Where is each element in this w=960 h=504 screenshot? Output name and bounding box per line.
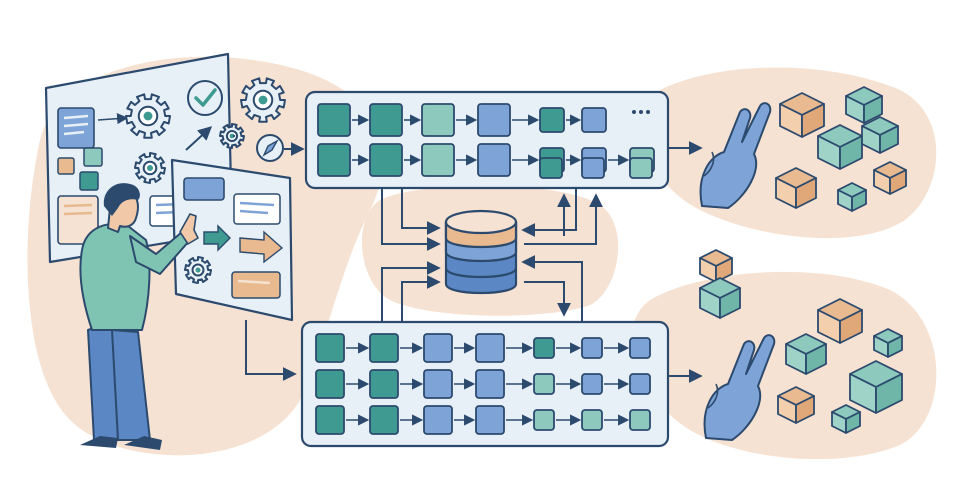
pipeline-node xyxy=(533,337,555,359)
person-hair xyxy=(103,183,140,216)
person-shirt xyxy=(79,222,151,331)
pipeline-node xyxy=(475,333,505,363)
database-icon xyxy=(444,209,518,295)
pipeline-node xyxy=(317,103,351,137)
dashboard-screen-front xyxy=(170,158,297,381)
pipeline-node xyxy=(629,373,651,395)
gear-cluster xyxy=(125,77,305,184)
pipeline-node xyxy=(629,157,653,179)
arrow-icon xyxy=(185,126,213,151)
arrow-icon xyxy=(203,224,231,252)
pipeline-node xyxy=(581,337,603,359)
open-hand-icon xyxy=(699,102,772,209)
screen-card xyxy=(57,107,95,149)
pipeline-node xyxy=(477,103,511,137)
open-hand-icon xyxy=(703,334,776,441)
blob-right-bottom xyxy=(631,271,937,460)
pipeline-node xyxy=(475,405,505,435)
pipeline-node xyxy=(539,157,563,179)
pipeline-node xyxy=(581,157,605,179)
top-pipeline-panel xyxy=(304,90,703,190)
database-connectors xyxy=(381,188,603,322)
pipeline-node xyxy=(533,373,555,395)
pipeline-node xyxy=(629,337,651,359)
package-box-icon xyxy=(849,360,903,414)
gear-icon xyxy=(240,77,286,123)
package-box-icon xyxy=(873,161,907,195)
package-box-icon xyxy=(861,116,899,154)
pipeline-node xyxy=(421,143,455,177)
pipeline-node xyxy=(369,405,399,435)
package-box-icon xyxy=(873,328,903,358)
pipeline-dot xyxy=(632,110,636,114)
pipeline-dot xyxy=(639,110,643,114)
package-box-icon xyxy=(699,277,741,319)
gear-icon xyxy=(184,256,212,284)
pipeline-node xyxy=(539,107,565,133)
pipeline-node xyxy=(369,103,403,137)
pipeline-node xyxy=(315,405,345,435)
top-pipeline-nodes xyxy=(317,103,655,179)
package-box-icon xyxy=(837,182,867,212)
package-box-icon xyxy=(817,298,863,344)
package-box-icon xyxy=(779,92,825,138)
pipeline-dot xyxy=(646,110,650,114)
blob-right-top xyxy=(641,67,937,239)
package-box-icon xyxy=(777,386,815,424)
checkmark-icon xyxy=(187,80,223,116)
package-box-icon xyxy=(699,249,733,283)
pipeline-node xyxy=(629,409,651,431)
pipeline-node xyxy=(475,369,505,399)
pipeline-node xyxy=(315,333,345,363)
package-box-icon xyxy=(845,86,883,124)
bottom-pipeline-nodes xyxy=(315,333,651,435)
pipeline-node xyxy=(315,369,345,399)
connector-arrow xyxy=(245,320,297,381)
package-box-icon xyxy=(785,333,827,375)
gear-icon xyxy=(125,93,171,139)
compass-icon xyxy=(256,134,305,162)
pipeline-node xyxy=(317,143,351,177)
arrow-icon xyxy=(239,230,284,264)
pipeline-node xyxy=(369,333,399,363)
pipeline-node xyxy=(581,409,603,431)
pipeline-node xyxy=(533,409,555,431)
pipeline-node xyxy=(423,369,453,399)
person-hand xyxy=(179,213,199,245)
gear-icon xyxy=(134,152,166,184)
pipeline-node xyxy=(581,373,603,395)
gear-icon xyxy=(219,123,245,149)
bottom-pipeline-panel xyxy=(300,320,703,448)
package-box-icon xyxy=(775,167,817,209)
pipeline-node xyxy=(477,143,511,177)
pipeline-node xyxy=(423,333,453,363)
screen-button-highlight xyxy=(183,177,225,201)
package-box-icon xyxy=(831,404,861,434)
pipeline-node xyxy=(369,369,399,399)
pipeline-node xyxy=(369,143,403,177)
pipeline-node xyxy=(581,107,607,133)
package-boxes xyxy=(699,86,907,434)
pipeline-node xyxy=(423,405,453,435)
pipeline-node xyxy=(421,103,455,137)
person-figure xyxy=(79,183,199,450)
